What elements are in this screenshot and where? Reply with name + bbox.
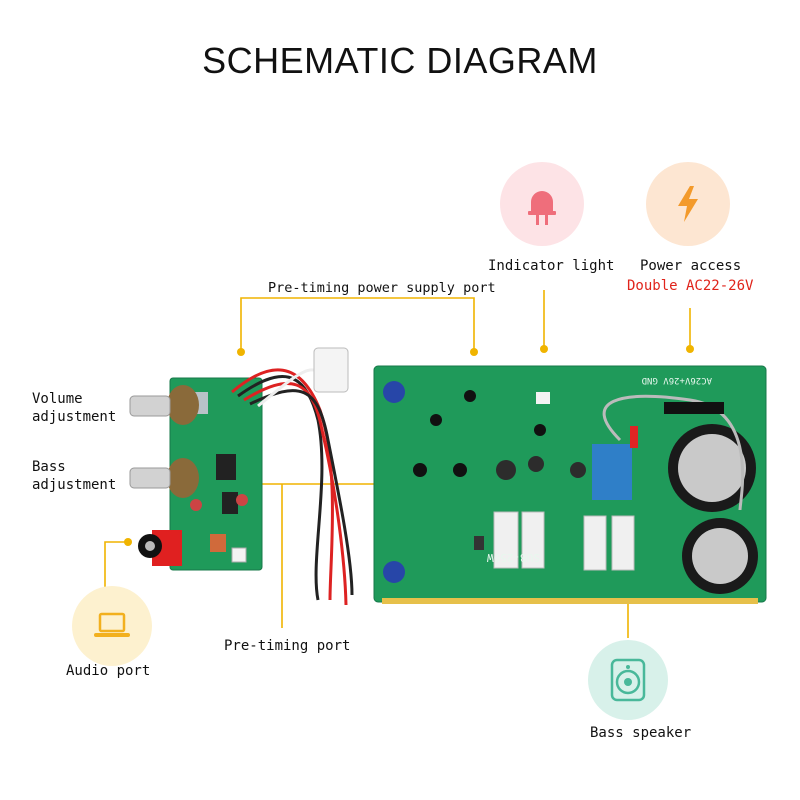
amplifier-board bbox=[373, 365, 767, 604]
pre-timing-power-supply-leader bbox=[240, 297, 475, 352]
audio-port-leader bbox=[104, 541, 128, 590]
indicator-light-badge bbox=[500, 162, 584, 246]
label-pre-timing-power-supply-port: Pre-timing power supply port bbox=[268, 280, 496, 296]
label-volume-line1: Volume bbox=[32, 391, 83, 407]
label-pre-timing-port: Pre-timing port bbox=[224, 638, 351, 654]
lightning-icon bbox=[678, 186, 698, 222]
led-icon bbox=[528, 191, 556, 225]
audio-port-badge bbox=[72, 586, 152, 666]
laptop-icon bbox=[94, 612, 130, 637]
board-model-text: SUB-250W bbox=[487, 551, 540, 564]
label-bass-line2: adjustment bbox=[32, 477, 117, 493]
label-bass-line1: Bass bbox=[32, 459, 66, 475]
page-title: SCHEMATIC DIAGRAM bbox=[202, 40, 598, 81]
wire-bundle bbox=[231, 368, 354, 606]
label-power-access-spec: Double AC22-26V bbox=[627, 278, 754, 294]
power-access-badge bbox=[646, 162, 730, 246]
label-audio-port: Audio port bbox=[66, 663, 151, 679]
label-volume-line2: adjustment bbox=[32, 409, 117, 425]
label-indicator-light: Indicator light bbox=[488, 258, 615, 274]
preamp-board bbox=[129, 377, 263, 571]
bass-speaker-badge bbox=[588, 640, 668, 720]
label-bass-speaker: Bass speaker bbox=[590, 725, 692, 741]
label-power-access: Power access bbox=[640, 258, 742, 274]
speaker-icon bbox=[610, 658, 646, 702]
board-ac-text: AC26V+26V GND bbox=[642, 375, 712, 385]
